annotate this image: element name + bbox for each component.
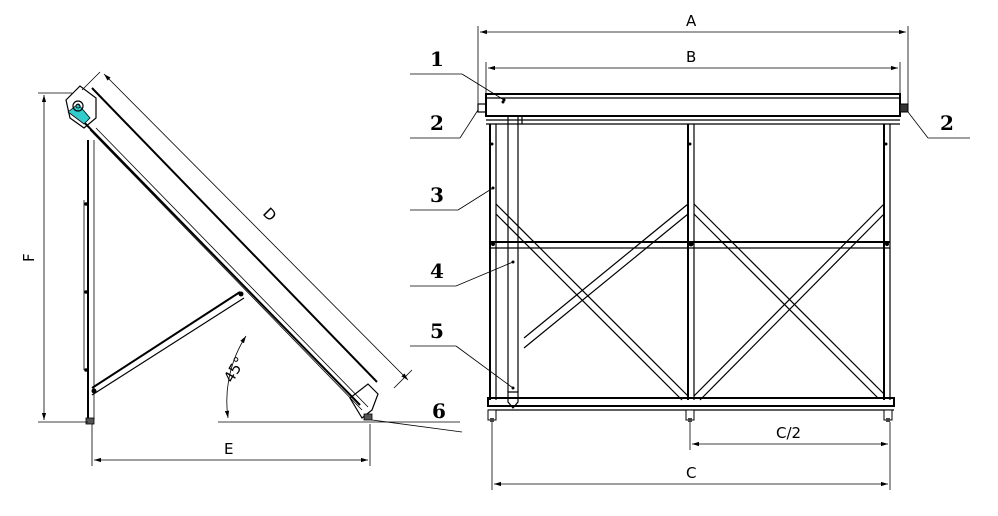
diagonal-strut [91,291,241,389]
dim-D-label: D [259,204,280,225]
header-pipe-circle [72,100,84,112]
callout-5: 5 [430,319,444,343]
dim-F-label: F [20,253,38,262]
header-cyan-fill [67,103,91,125]
return-pipe [507,116,523,409]
header-manifold [485,93,901,117]
callout-2-left: 2 [430,111,444,135]
left-nozzle [477,103,487,113]
right-leg [883,124,891,400]
side-view: D F E 45° 6 [20,71,463,466]
angle-arc [224,335,247,419]
callout-6: 6 [432,399,446,423]
right-nozzle [899,103,909,113]
foot-pad [363,413,373,421]
left-leg [489,124,497,400]
cross-bracing-left [495,203,689,401]
dim-C-label: C [686,464,696,482]
dim-D-line [103,73,409,381]
header-box [65,85,97,129]
dim-A-label: A [686,12,697,30]
angle-label: 45° [220,354,249,386]
callout-1: 1 [430,47,444,71]
dim-E-label: E [224,440,233,458]
bottom-beam [487,397,895,411]
collector-bottom-edge [73,111,361,406]
dim-C-half-label: C/2 [776,424,801,442]
dim-B-label: B [686,48,696,66]
callout-3: 3 [430,183,444,207]
collector-top-edge [91,87,378,383]
bottom-end-cap [349,383,379,419]
cross-bracing-right [693,203,885,401]
callout-4: 4 [430,259,444,283]
front-view: A B C/2 C 1 2 2 3 4 [410,12,970,490]
callout-2-right: 2 [940,111,954,135]
bolts [490,100,889,390]
center-leg [687,124,695,400]
